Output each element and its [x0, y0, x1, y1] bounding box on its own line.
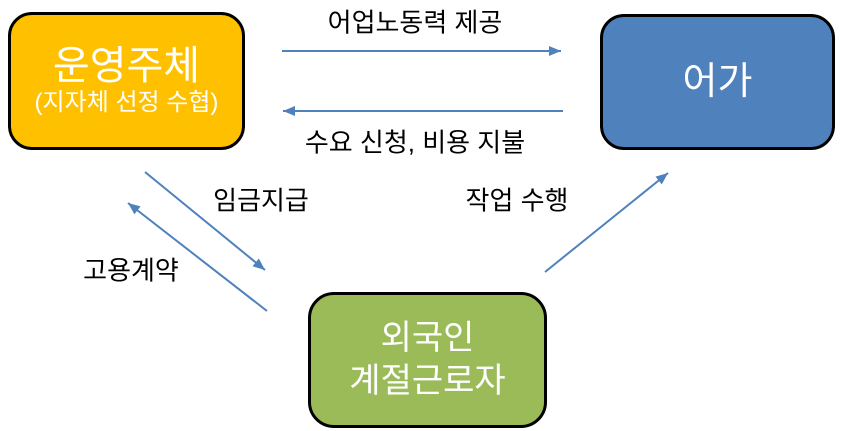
arrow-work-performance: [544, 172, 669, 273]
node-worker: 외국인 계절근로자: [308, 292, 547, 428]
node-fishery: 어가: [600, 14, 835, 150]
edge-label-employment-contract: 고용계약: [83, 255, 179, 286]
arrow-employment-contract: [127, 202, 268, 312]
arrow-wage-payment: [144, 171, 266, 271]
edge-label-work-performance: 작업 수행: [465, 185, 569, 216]
node-operator: 운영주체 (지자체 선정 수협): [8, 12, 245, 150]
edge-label-demand-payment: 수요 신청, 비용 지불: [304, 127, 526, 158]
node-worker-title-line1: 외국인: [380, 319, 475, 357]
node-operator-title: 운영주체: [52, 44, 201, 88]
edge-label-labor-supply: 어업노동력 제공: [327, 7, 503, 38]
node-operator-subtitle: (지자체 선정 수협): [34, 89, 219, 116]
node-fishery-title: 어가: [682, 61, 753, 103]
node-worker-title-line2: 계절근로자: [349, 362, 506, 400]
edge-label-wage-payment: 임금지급: [213, 185, 309, 216]
